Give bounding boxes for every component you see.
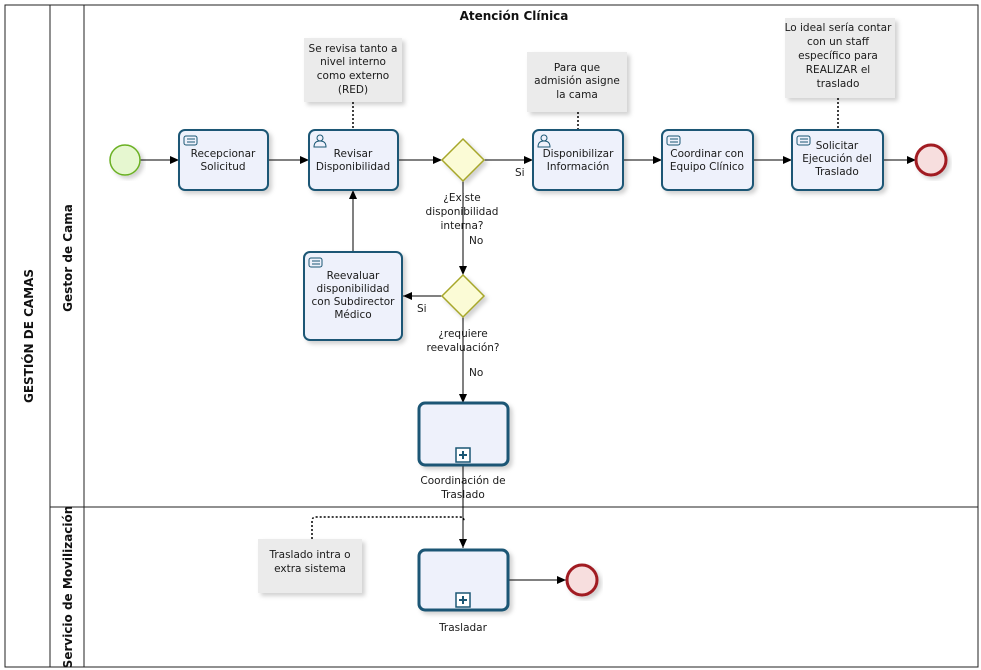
flow-label-existe-no: No	[469, 235, 483, 247]
gateway-requiere	[440, 273, 486, 319]
task-label-solicitar-2: Ejecución del	[802, 153, 872, 165]
annotation-disponibilizar-box	[527, 52, 627, 112]
task-label-revisar-1: Revisar	[334, 148, 373, 160]
manual-task-icon	[183, 135, 198, 146]
manual-task-icon	[796, 135, 811, 146]
task-label-revisar-2: Disponibilidad	[316, 161, 390, 173]
task-label-reevaluar-4: Médico	[334, 309, 371, 321]
task-label-disponibilizar-2: Información	[547, 161, 609, 173]
task-label-recepcionar-2: Solicitud	[200, 161, 245, 173]
task-label-coordinar-2: Equipo Clínico	[670, 161, 744, 173]
gateway-existe	[440, 137, 486, 183]
start-event	[109, 144, 141, 176]
user-task-icon	[313, 134, 327, 148]
annotation-solicitar-3: específico para	[798, 50, 878, 62]
task-solicitar	[791, 129, 884, 191]
task-reevaluar	[303, 251, 403, 341]
annotation-revisar-4: (RED)	[338, 84, 368, 96]
task-label-disponibilizar-1: Disponibilizar	[543, 148, 614, 160]
annotation-revisar-1: Se revisa tanto a	[309, 43, 398, 55]
manual-task-icon	[666, 135, 681, 146]
lane-title-gestor: Gestor de Cama	[61, 204, 75, 312]
gateway-label-requiere-2: reevaluación?	[426, 342, 499, 354]
annotation-traslado-1: Traslado intra o	[268, 549, 350, 561]
task-label-reevaluar-2: disponibilidad	[317, 283, 390, 295]
task-label-reevaluar-3: con Subdirector	[312, 296, 396, 308]
annotations	[258, 18, 895, 593]
gateway-label-existe-3: interna?	[441, 220, 484, 232]
pool-title: GESTIÓN DE CAMAS	[21, 269, 36, 403]
gateway-label-requiere-1: ¿requiere	[438, 328, 487, 340]
end-event-servicio	[565, 563, 599, 597]
annotation-disponibilizar-2: admisión asigne	[534, 75, 620, 87]
sequence-flows	[140, 156, 916, 584]
end-event-gestor	[914, 143, 948, 177]
annotation-disponibilizar-1: Para que	[554, 62, 600, 74]
flow-label-requiere-si: Si	[417, 303, 427, 315]
expand-plus-icon	[455, 447, 471, 463]
manual-task-icon	[308, 257, 323, 268]
task-label-coordinar-1: Coordinar con	[670, 148, 744, 160]
annotation-disponibilizar-3: la cama	[556, 89, 598, 101]
subprocess-label-coordinacion-2: Traslado	[440, 489, 485, 501]
pool-header: Atención Clínica	[460, 9, 569, 23]
subprocess-coordinacion	[417, 401, 510, 467]
subprocess-trasladar	[417, 548, 510, 612]
task-label-reevaluar-1: Reevaluar	[327, 270, 380, 282]
annotation-revisar-3: como externo	[317, 70, 389, 82]
task-disponibilizar	[532, 129, 624, 191]
annotation-solicitar-1: Lo ideal sería contar	[785, 22, 892, 34]
annotation-revisar-box	[304, 38, 402, 102]
task-recepcionar	[178, 129, 269, 191]
expand-plus-icon	[455, 592, 471, 608]
task-label-solicitar-1: Solicitar	[816, 140, 859, 152]
annotation-solicitar-box	[785, 18, 895, 98]
gateway-label-existe-2: disponibilidad	[426, 206, 499, 218]
subprocess-label-coordinacion-1: Coordinación de	[420, 475, 505, 487]
flow-label-requiere-no: No	[469, 367, 483, 379]
annotation-solicitar-2: con un staff	[807, 36, 870, 48]
gateway-label-existe-1: ¿Existe	[443, 192, 480, 204]
annotation-traslado-box	[258, 539, 362, 593]
task-label-solicitar-3: Traslado	[814, 166, 859, 178]
task-revisar	[308, 129, 399, 191]
annotation-traslado-2: extra sistema	[274, 563, 346, 575]
annotation-solicitar-5: traslado	[817, 78, 860, 90]
annotation-revisar-2: nivel interno	[320, 56, 386, 68]
subprocess-label-trasladar: Trasladar	[438, 622, 488, 634]
annotation-solicitar-4: REALIZAR el	[806, 64, 870, 76]
task-label-recepcionar-1: Recepcionar	[191, 148, 256, 160]
task-coordinar	[661, 129, 754, 191]
flow-label-existe-si: Si	[515, 167, 525, 179]
user-task-icon	[537, 134, 551, 148]
lane-title-servicio: Servicio de Movilización	[61, 506, 75, 669]
